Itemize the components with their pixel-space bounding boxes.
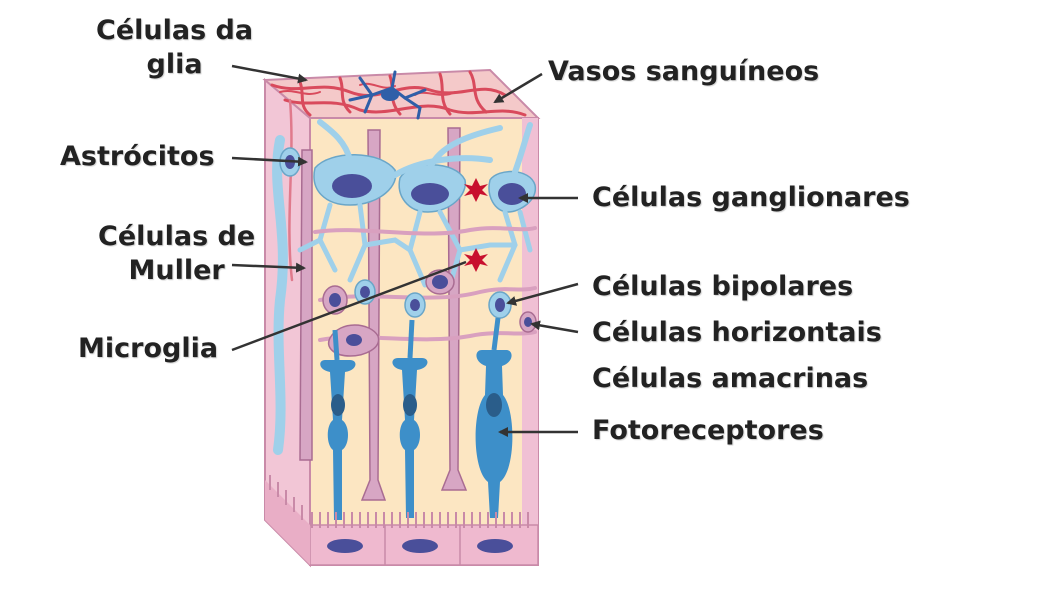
label-celulas-da-glia-line2: glia (96, 48, 253, 82)
label-celulas-bipolares: Células bipolares (592, 270, 853, 304)
label-celulas-de-muller: Células de Muller (98, 220, 255, 288)
label-celulas-da-glia: Células da glia (96, 14, 253, 82)
label-fotoreceptores: Fotoreceptores (592, 414, 824, 448)
label-celulas-de-muller-line1: Células de (98, 220, 255, 254)
label-microglia: Microglia (78, 332, 218, 366)
label-celulas-da-glia-line1: Células da (96, 14, 253, 48)
label-vasos-sanguineos: Vasos sanguíneos (548, 55, 819, 89)
glia-cell-body (381, 89, 399, 101)
label-celulas-de-muller-line2: Muller (98, 254, 255, 288)
label-celulas-ganglionares: Células ganglionares (592, 181, 910, 215)
label-celulas-amacrinas: Células amacrinas (592, 362, 868, 396)
label-astrocitos: Astrócitos (60, 140, 215, 174)
label-celulas-horizontais: Células horizontais (592, 316, 882, 350)
